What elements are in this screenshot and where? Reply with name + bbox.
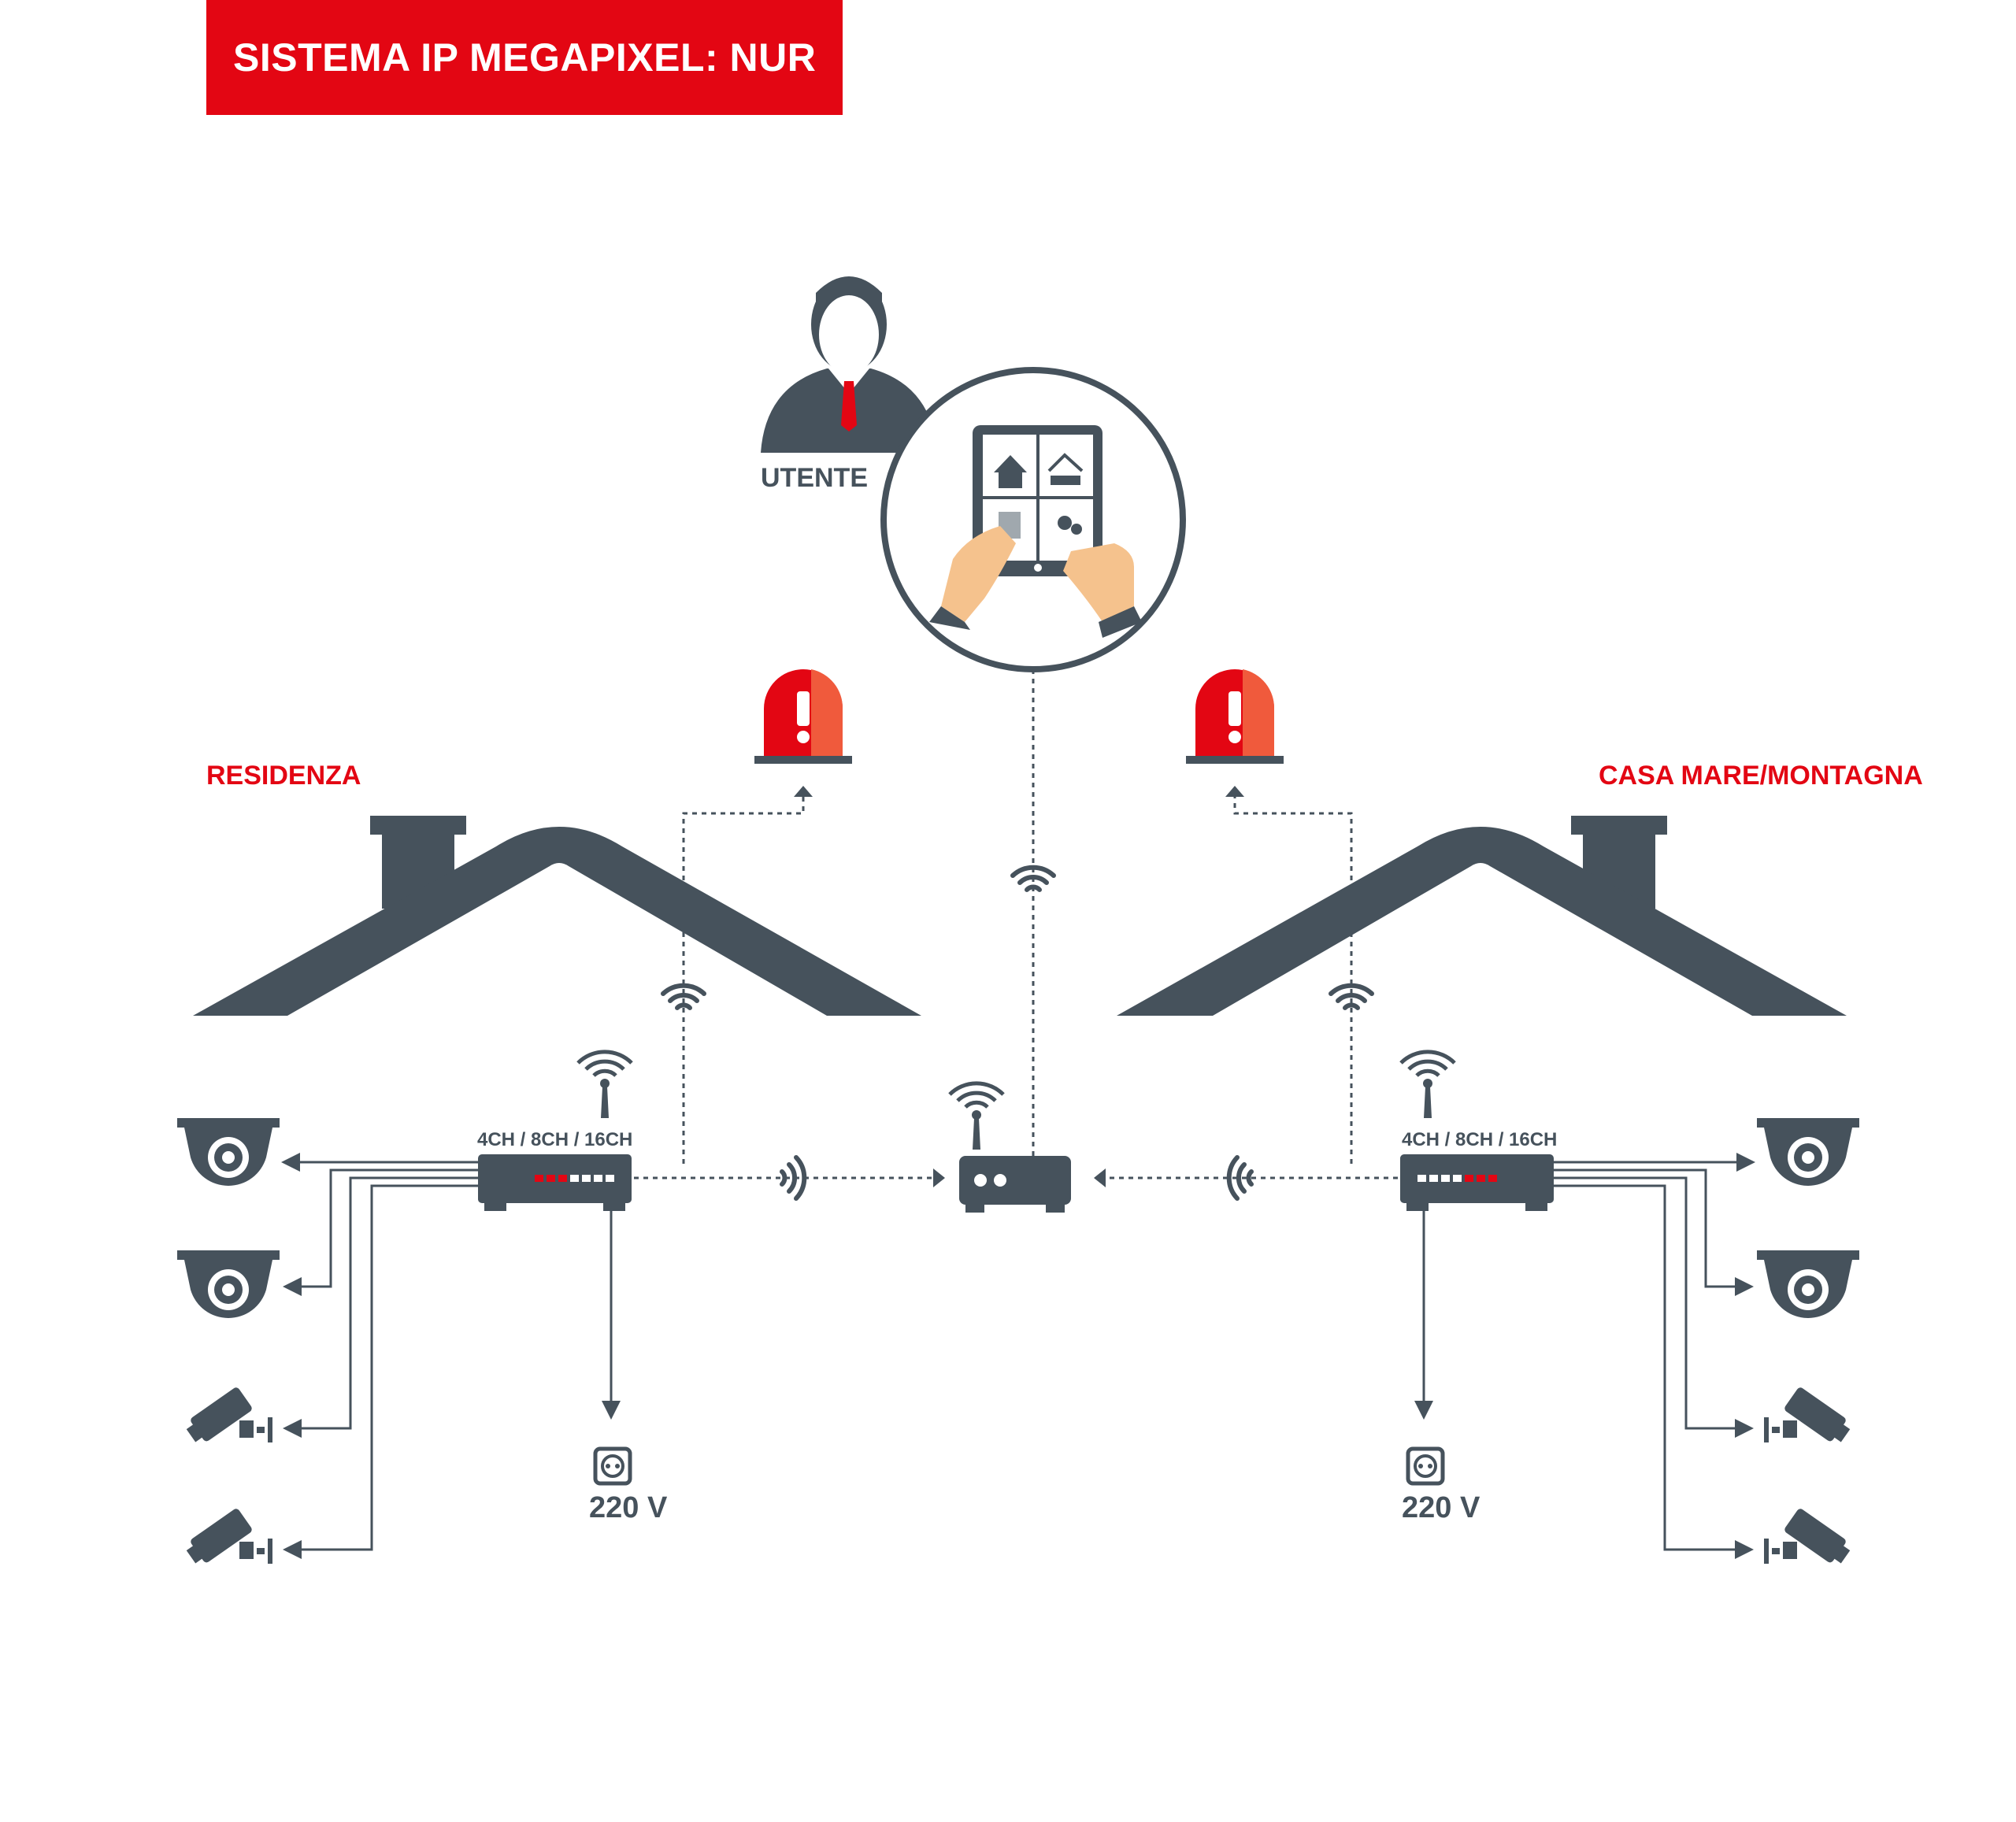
wifi-icon <box>663 986 704 1008</box>
power-socket-icon <box>1408 1449 1443 1483</box>
power-left-label: 220 V <box>589 1491 668 1524</box>
right-house-roof <box>1117 816 1847 1016</box>
siren-left-icon <box>754 669 852 764</box>
router-icon <box>950 1083 1071 1213</box>
nvr-right-icon <box>1400 1154 1554 1211</box>
bullet-camera-icon <box>186 1386 272 1443</box>
dome-camera-icon <box>177 1250 280 1318</box>
bullet-camera-icon <box>1764 1507 1851 1565</box>
user-icon <box>761 276 937 453</box>
page-title: SISTEMA IP MEGAPIXEL: NUR <box>233 35 817 80</box>
power-socket-icon <box>595 1449 630 1483</box>
left-house-roof <box>193 816 921 1016</box>
user-label: UTENTE <box>761 463 868 493</box>
tablet-circle <box>880 367 1186 672</box>
wifi-icon <box>1331 986 1372 1008</box>
bullet-camera-icon <box>1764 1386 1851 1443</box>
siren-right-icon <box>1186 669 1284 764</box>
left-house-label: RESIDENZA <box>206 761 361 791</box>
nvr-right-channels-label: 4CH / 8CH / 16CH <box>1402 1129 1558 1150</box>
wifi-icon <box>1229 1157 1251 1198</box>
dome-camera-icon <box>177 1118 280 1186</box>
power-right-label: 220 V <box>1402 1491 1480 1524</box>
nvr-left-icon <box>478 1154 632 1211</box>
nvr-left-antenna-icon <box>578 1052 632 1118</box>
nvr-right-antenna-icon <box>1401 1052 1455 1118</box>
dome-camera-icon <box>1757 1118 1859 1186</box>
right-house-label: CASA MARE/MONTAGNA <box>1599 761 1923 791</box>
dome-camera-icon <box>1757 1250 1859 1318</box>
title-banner: SISTEMA IP MEGAPIXEL: NUR <box>206 0 843 115</box>
wired-links-right <box>1414 1153 1755 1559</box>
wireless-links <box>634 669 1398 1179</box>
bullet-camera-icon <box>186 1507 272 1565</box>
wifi-icon <box>782 1157 804 1198</box>
wired-links-left <box>281 1153 621 1559</box>
nvr-left-channels-label: 4CH / 8CH / 16CH <box>477 1129 633 1150</box>
